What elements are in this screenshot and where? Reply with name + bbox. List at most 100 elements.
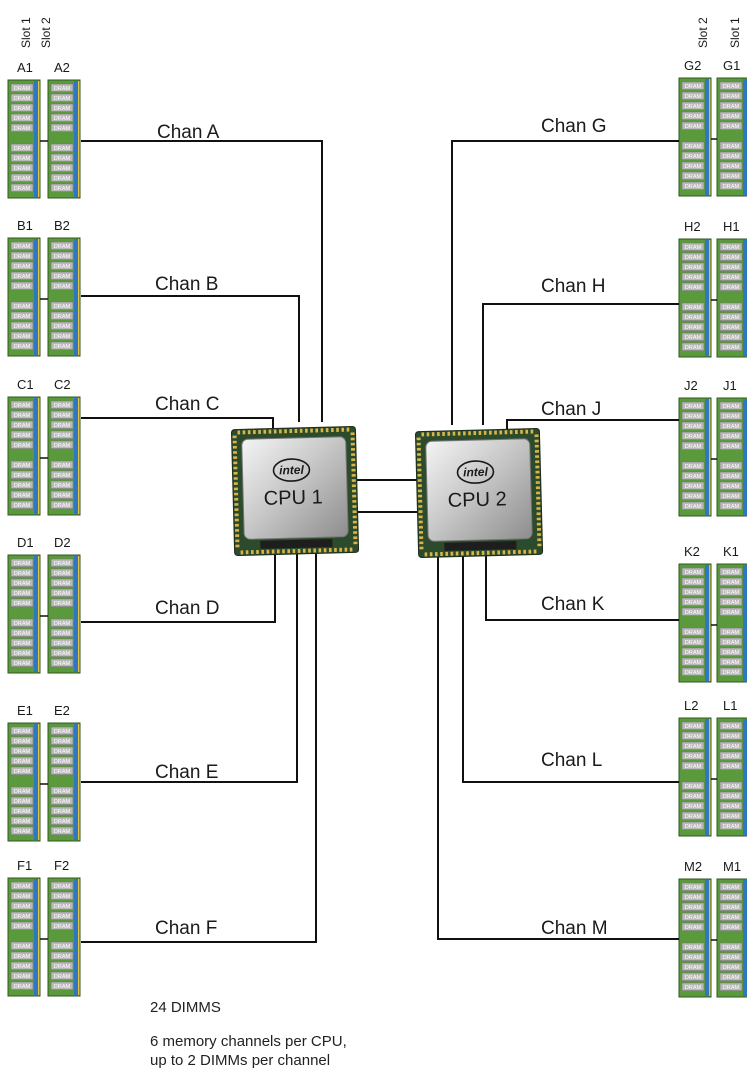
dram-chip-label: DRAM xyxy=(54,314,71,320)
dram-chip-label: DRAM xyxy=(14,799,31,805)
label-chan-d: Chan D xyxy=(155,598,219,619)
dimm-connector-edge xyxy=(74,724,79,840)
dram-chip xyxy=(681,597,705,606)
dram-chip xyxy=(50,410,74,419)
cpu-pad xyxy=(352,505,357,508)
wire-chan-g xyxy=(451,140,679,425)
dram-chip xyxy=(681,501,705,510)
cpu-pad xyxy=(308,548,311,553)
cpu-pad xyxy=(537,533,542,536)
dram-chip xyxy=(10,271,34,280)
dram-chip-label: DRAM xyxy=(54,146,71,152)
cpu-pad xyxy=(440,551,443,557)
dram-chip-label: DRAM xyxy=(723,434,740,440)
dram-chip xyxy=(10,981,34,990)
dram-chip-label: DRAM xyxy=(685,464,702,470)
cpu-pad xyxy=(353,536,358,540)
dram-chip xyxy=(719,252,743,261)
dram-chip-label: DRAM xyxy=(685,925,702,931)
cpu-pad xyxy=(289,429,293,434)
dram-chip xyxy=(50,123,74,132)
cpu-pad xyxy=(234,492,239,496)
cpu-pad xyxy=(434,552,438,557)
dram-chip-label: DRAM xyxy=(723,484,740,490)
dram-chip-label: DRAM xyxy=(54,264,71,270)
cpu-pad xyxy=(488,430,492,435)
cpu-pad xyxy=(313,548,317,553)
dram-chip-label: DRAM xyxy=(685,104,702,110)
cpu-pad xyxy=(235,539,240,543)
dimm-gold-contacts xyxy=(78,879,80,995)
cpu-pad xyxy=(294,428,298,433)
dram-chip-label: DRAM xyxy=(685,474,702,480)
channels-note-line2: up to 2 DIMMs per channel xyxy=(150,1052,331,1069)
dram-chip xyxy=(10,826,34,835)
dram-chip xyxy=(681,902,705,911)
dimm-connector-edge xyxy=(743,240,747,356)
dram-chip xyxy=(50,588,74,597)
cpu-pad xyxy=(536,507,541,510)
cpu-heat-spreader xyxy=(425,438,533,542)
dram-chip-label: DRAM xyxy=(14,829,31,835)
dram-chip xyxy=(50,480,74,489)
dram-chip xyxy=(681,302,705,311)
dram-chip-label: DRAM xyxy=(54,156,71,162)
dimm-connector-edge xyxy=(743,79,747,195)
dram-chip xyxy=(50,756,74,765)
slot-label-a2: A2 xyxy=(54,60,70,75)
dram-chip xyxy=(719,627,743,636)
cpu-pad xyxy=(276,549,280,554)
dimm-connector-edge xyxy=(74,398,79,514)
dram-chip-label: DRAM xyxy=(54,463,71,469)
dram-chip-label: DRAM xyxy=(54,284,71,290)
dram-chip xyxy=(681,81,705,90)
dram-chip xyxy=(50,786,74,795)
cpu-label: CPU 1 xyxy=(263,486,322,510)
cpu-pad xyxy=(486,550,490,555)
cpu-pad xyxy=(341,427,345,432)
dram-chip-label: DRAM xyxy=(685,985,702,991)
cpu-pad xyxy=(535,465,540,469)
cpu-pad xyxy=(502,550,506,555)
dram-chip-label: DRAM xyxy=(54,799,71,805)
cpu-pad xyxy=(240,550,244,555)
dram-chip xyxy=(10,648,34,657)
slot-label-h2: H2 xyxy=(684,219,701,234)
cpu-pad xyxy=(504,430,508,435)
cpu-pad xyxy=(535,486,540,490)
cpu-pad xyxy=(536,527,542,531)
cpu-pad xyxy=(352,494,357,498)
dram-chip-label: DRAM xyxy=(54,473,71,479)
cpu-pad xyxy=(416,442,421,446)
slot-label-g1: G1 xyxy=(723,58,740,73)
cpu-pad xyxy=(416,437,421,441)
dimm-connector-edge xyxy=(743,880,747,996)
dram-chip xyxy=(719,801,743,810)
cpu-pad xyxy=(253,430,256,435)
cpu-pad xyxy=(234,513,239,517)
cpu-pad xyxy=(258,429,261,434)
slot-label-a1: A1 xyxy=(17,60,33,75)
cpu-pad xyxy=(418,499,423,503)
cpu-pad xyxy=(234,518,239,522)
dram-chip-label: DRAM xyxy=(54,186,71,192)
cpu-pad xyxy=(271,549,275,554)
cpu-pad xyxy=(518,549,521,554)
dram-chip xyxy=(681,801,705,810)
dram-chip-label: DRAM xyxy=(54,304,71,310)
dram-chip xyxy=(719,91,743,100)
cpu-pad xyxy=(416,447,421,451)
dimm-connector-edge xyxy=(34,239,39,355)
dram-chip xyxy=(50,628,74,637)
cpu-pad xyxy=(533,549,537,554)
dram-chip-label: DRAM xyxy=(54,809,71,815)
dimm-gold-contacts xyxy=(709,79,711,195)
dram-chip xyxy=(681,171,705,180)
label-chan-b: Chan B xyxy=(155,274,218,295)
dram-chip xyxy=(681,912,705,921)
dram-chip-label: DRAM xyxy=(723,345,740,351)
